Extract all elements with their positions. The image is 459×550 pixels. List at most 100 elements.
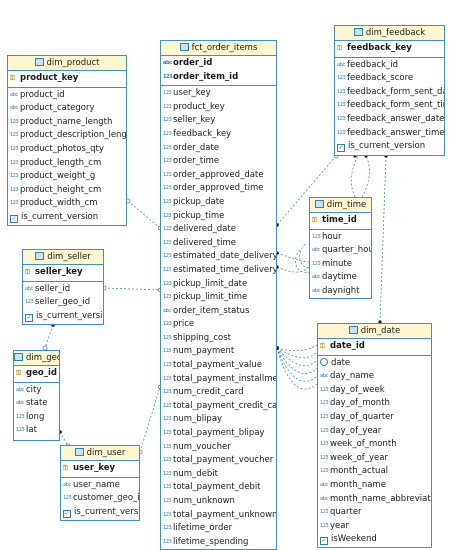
link-time-feedback-2[interactable]	[361, 155, 370, 198]
column-row[interactable]: ✓is_current_version	[335, 140, 444, 154]
table-header[interactable]: dim_feedback	[335, 26, 444, 41]
key-column[interactable]: 123order_item_id	[161, 71, 276, 85]
table-header[interactable]: fct_order_items	[161, 41, 276, 56]
link-user-geo[interactable]	[59, 431, 69, 447]
link-product-fact[interactable]	[127, 200, 161, 229]
table-header[interactable]: dim_geo	[14, 351, 59, 366]
link-fact-time-3[interactable]	[295, 249, 311, 274]
column-row[interactable]: date	[318, 357, 431, 371]
key-column[interactable]: ⚿user_key	[61, 462, 139, 476]
key-column[interactable]: ⚿seller_key	[23, 266, 103, 280]
link-user-fact[interactable]	[139, 386, 161, 453]
link-fact-date-3[interactable]	[276, 347, 318, 367]
link-time-feedback-1[interactable]	[350, 155, 359, 198]
link-date-feedback[interactable]	[379, 155, 387, 323]
link-fact-date-6[interactable]	[276, 347, 318, 390]
key-column[interactable]: abcorder_id	[161, 57, 276, 71]
link-fact-date-1[interactable]	[276, 344, 318, 352]
link-fact-time-2[interactable]	[276, 265, 311, 273]
key-column[interactable]: ⚿geo_id	[14, 367, 59, 381]
key-column[interactable]: ⚿product_key	[8, 72, 126, 86]
link-fact-date-4[interactable]	[276, 347, 318, 374]
column-row[interactable]: ✓is_current_version	[8, 211, 126, 225]
key-column[interactable]: ⚿date_id	[318, 340, 431, 354]
table-header[interactable]: dim_date	[318, 324, 431, 339]
column-row[interactable]: ✓is_current_version	[61, 506, 139, 520]
key-column[interactable]: ⚿time_id	[310, 214, 371, 228]
table-header[interactable]: dim_time	[310, 198, 371, 213]
link-fact-date-2[interactable]	[276, 347, 318, 359]
link-fact-time-4[interactable]	[299, 243, 311, 269]
link-fact-date-5[interactable]	[276, 347, 318, 382]
table-header[interactable]: dim_product	[8, 56, 126, 71]
column-row[interactable]: ✓isWeekend	[318, 533, 431, 547]
link-fact-time-1[interactable]	[276, 252, 311, 263]
link-seller-geo[interactable]	[44, 324, 54, 349]
